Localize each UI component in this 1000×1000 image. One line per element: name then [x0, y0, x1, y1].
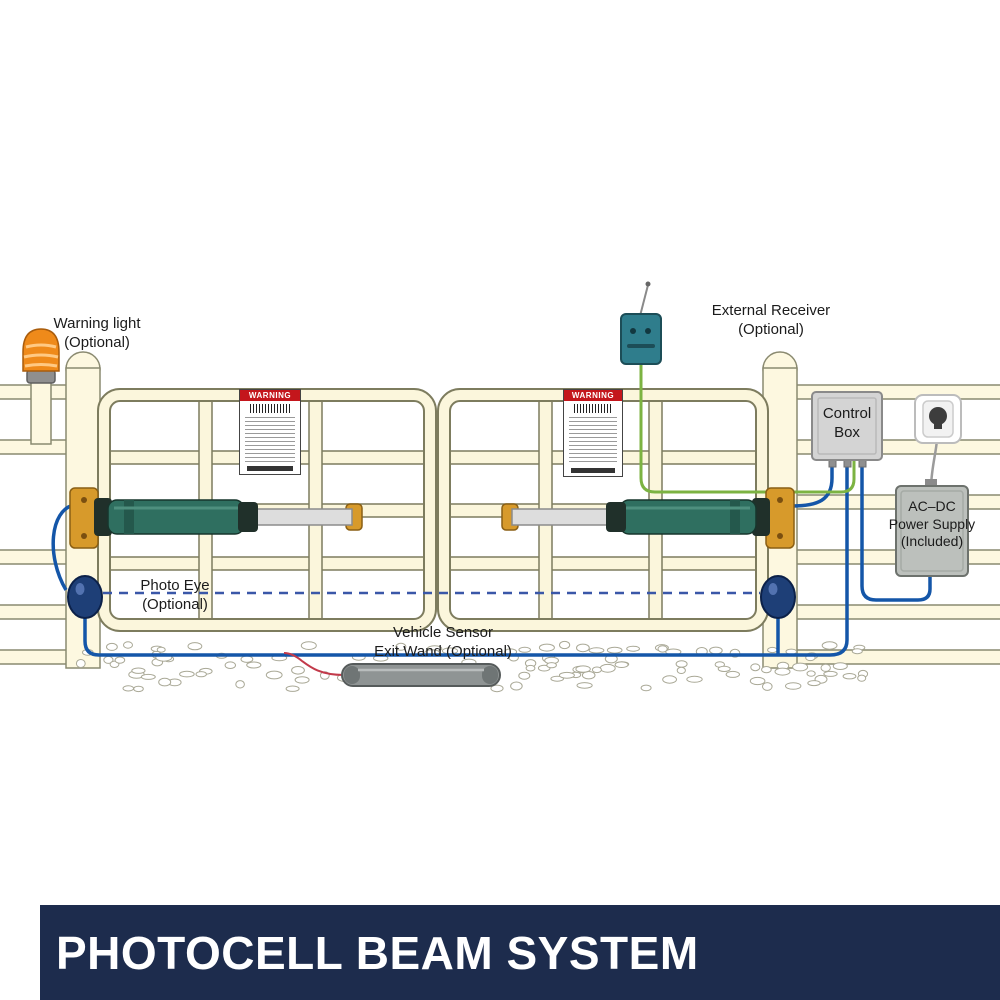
warning-light-label: Warning light (Optional)	[53, 315, 141, 351]
warning-sign-footer-band	[571, 468, 615, 473]
warning-sign-barcode-icon	[574, 404, 612, 413]
wire-actuator-right	[791, 461, 834, 508]
power-supply-label: AC–DC Power Supply (Included)	[888, 498, 976, 549]
plug-icon	[929, 407, 947, 425]
vehicle-sensor-label: Vehicle Sensor Exit Wand (Optional)	[374, 624, 512, 660]
warning-sign-footer-band	[247, 466, 293, 471]
photo-eye-label: Photo Eye (Optional)	[140, 577, 210, 613]
wire-actuator-left	[51, 503, 75, 591]
exit-wand	[341, 663, 501, 687]
warning-sign-title: WARNING	[564, 390, 622, 401]
external-receiver-label: External Receiver (Optional)	[711, 302, 831, 338]
warning-light	[22, 328, 60, 445]
actuator-rod-right	[511, 508, 613, 526]
warning-sign-title: WARNING	[240, 390, 300, 401]
gate-opener-left	[69, 487, 363, 549]
wire-exit-wand-red	[283, 652, 345, 676]
wire-power-supply	[860, 461, 932, 602]
actuator-rod-left	[251, 508, 353, 526]
power-outlet	[914, 394, 962, 444]
power-supply-inlet	[925, 479, 937, 489]
actuator-collar-right	[606, 502, 626, 532]
gravel-ground	[75, 640, 869, 693]
warning-light-base	[26, 369, 56, 384]
receiver-body	[620, 313, 662, 365]
wire-receiver-green	[639, 363, 856, 494]
warning-light-dome	[22, 328, 60, 372]
page-title: PHOTOCELL BEAM SYSTEM	[56, 926, 699, 979]
external-receiver	[620, 281, 662, 365]
control-box-label: Control Box	[822, 405, 872, 441]
photo-eye-right	[760, 575, 796, 619]
receiver-antenna-icon	[639, 284, 649, 317]
actuator-collar-left	[238, 502, 258, 532]
warning-light-post	[30, 381, 52, 445]
gate-warning-sign-left: WARNING	[239, 389, 301, 475]
gate-opener-right	[501, 487, 795, 549]
gate-warning-sign-right: WARNING	[563, 389, 623, 477]
warning-sign-text-lines	[245, 417, 295, 463]
warning-sign-barcode-icon	[250, 404, 290, 413]
title-banner: PHOTOCELL BEAM SYSTEM	[40, 905, 1000, 1000]
warning-sign-text-lines	[569, 417, 617, 465]
power-supply-box	[895, 479, 969, 577]
wire-photo-eye-left-run	[83, 461, 849, 657]
control-box	[811, 391, 883, 468]
photo-eye-left	[67, 575, 103, 619]
